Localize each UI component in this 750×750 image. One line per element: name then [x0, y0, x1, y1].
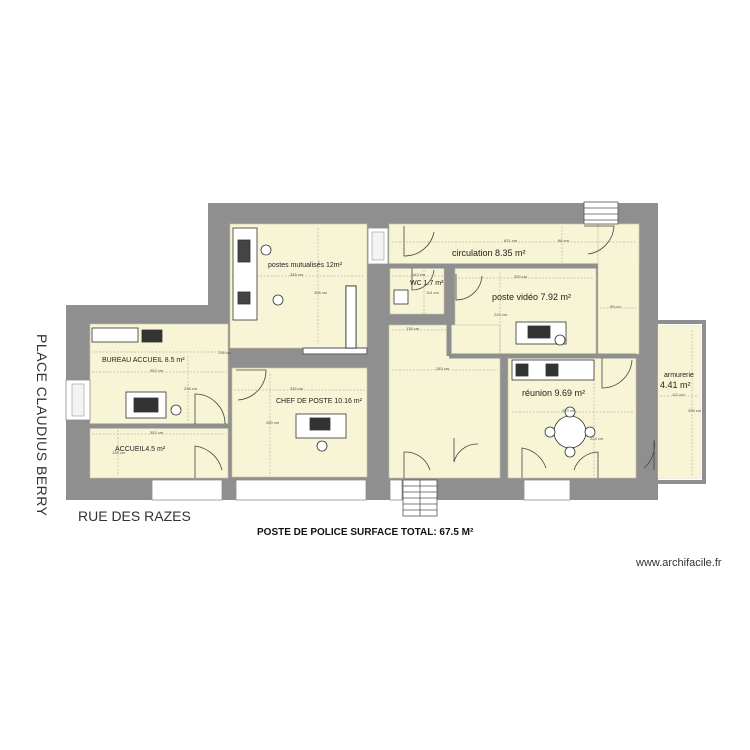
dim-bureau-w: 352 cm — [150, 368, 164, 373]
door-swings — [194, 225, 655, 478]
desk-accueil — [125, 391, 167, 419]
dim-circ-w: 621 cm — [504, 238, 518, 243]
dim-arm-w: 111 cm — [672, 392, 685, 397]
street-bottom-label: RUE DES RAZES — [78, 508, 191, 524]
label-armurerie-area: 4.41 m² — [660, 380, 691, 390]
watermark: www.archifacile.fr — [636, 557, 722, 569]
street-left-label: PLACE CLAUDIUS BERRY — [34, 334, 50, 517]
rear-steps — [583, 201, 619, 225]
dim-chef-w: 345 cm — [290, 386, 304, 391]
dim-accueil-top: 706 cm — [218, 350, 232, 355]
label-circulation: circulation 8.35 m² — [452, 248, 526, 258]
label-accueil: ACCUEIL4.5 m² — [115, 446, 166, 453]
entrance-steps — [402, 479, 438, 517]
dim-video-w: 359 cm — [514, 274, 528, 279]
dim-accueil-w: 352 cm — [150, 430, 164, 435]
dim-reunion-w: 323 cm — [562, 408, 576, 413]
dim-postes-h: 345 cm — [290, 272, 304, 277]
room-circulation — [388, 223, 640, 265]
desk-bureau-accueil — [91, 327, 139, 343]
label-armurerie: armurerie — [664, 372, 694, 379]
dim-video-v: 220 cm — [494, 312, 508, 317]
armurerie-floor — [658, 326, 700, 478]
windows — [65, 227, 571, 501]
furniture — [91, 227, 596, 458]
dim-postes-v: 308 cm — [314, 290, 328, 295]
label-reunion: réunion 9.69 m² — [522, 388, 586, 398]
dim-chef-v: 289 cm — [266, 420, 280, 425]
room-circulation-right — [597, 223, 640, 355]
label-wc: WC 1.7 m² — [410, 280, 444, 287]
window-bottom-3 — [523, 479, 571, 501]
window-top-mid-inner — [371, 231, 385, 261]
dim-center-w2: 283 cm — [436, 366, 450, 371]
window-bottom-4 — [389, 479, 403, 501]
dim-bureau-v: 238 cm — [184, 386, 198, 391]
label-chef-de-poste: CHEF DE POSTE 10.16 m² — [276, 398, 362, 405]
label-poste-video: poste vidéo 7.92 m² — [492, 292, 572, 302]
interior-walls — [90, 224, 636, 480]
dim-reunion-v: 224 cm — [590, 436, 604, 441]
window-left-inner — [71, 383, 85, 417]
dimension-lines — [92, 226, 698, 476]
shelf-postes — [345, 285, 357, 349]
label-postes-mutualises: postes mutualisés 12m² — [268, 262, 342, 269]
dim-video-side: 99 cm — [610, 304, 621, 309]
wc-toilet — [393, 289, 409, 305]
dim-arm-v: 396 cm — [688, 408, 702, 413]
dim-accueil-v: 128 cm — [112, 450, 126, 455]
window-bottom-2 — [235, 479, 367, 501]
dim-center-w: 138 cm — [406, 326, 420, 331]
label-bureau-accueil: BUREAU ACCUEIL 8.5 m² — [102, 357, 185, 364]
window-bottom-1 — [151, 479, 223, 501]
table-reunion — [553, 415, 587, 449]
wall-armurerie — [640, 320, 706, 484]
dim-wc-v: 114 cm — [426, 290, 439, 295]
dim-circ-v: 86 cm — [558, 238, 569, 243]
room-floors — [89, 223, 701, 479]
room-accueil — [89, 427, 229, 479]
plan-title: POSTE DE POLICE SURFACE TOTAL: 67.5 M² — [257, 527, 474, 538]
dim-wc-w: 143 cm — [412, 272, 426, 277]
room-center — [388, 324, 501, 479]
